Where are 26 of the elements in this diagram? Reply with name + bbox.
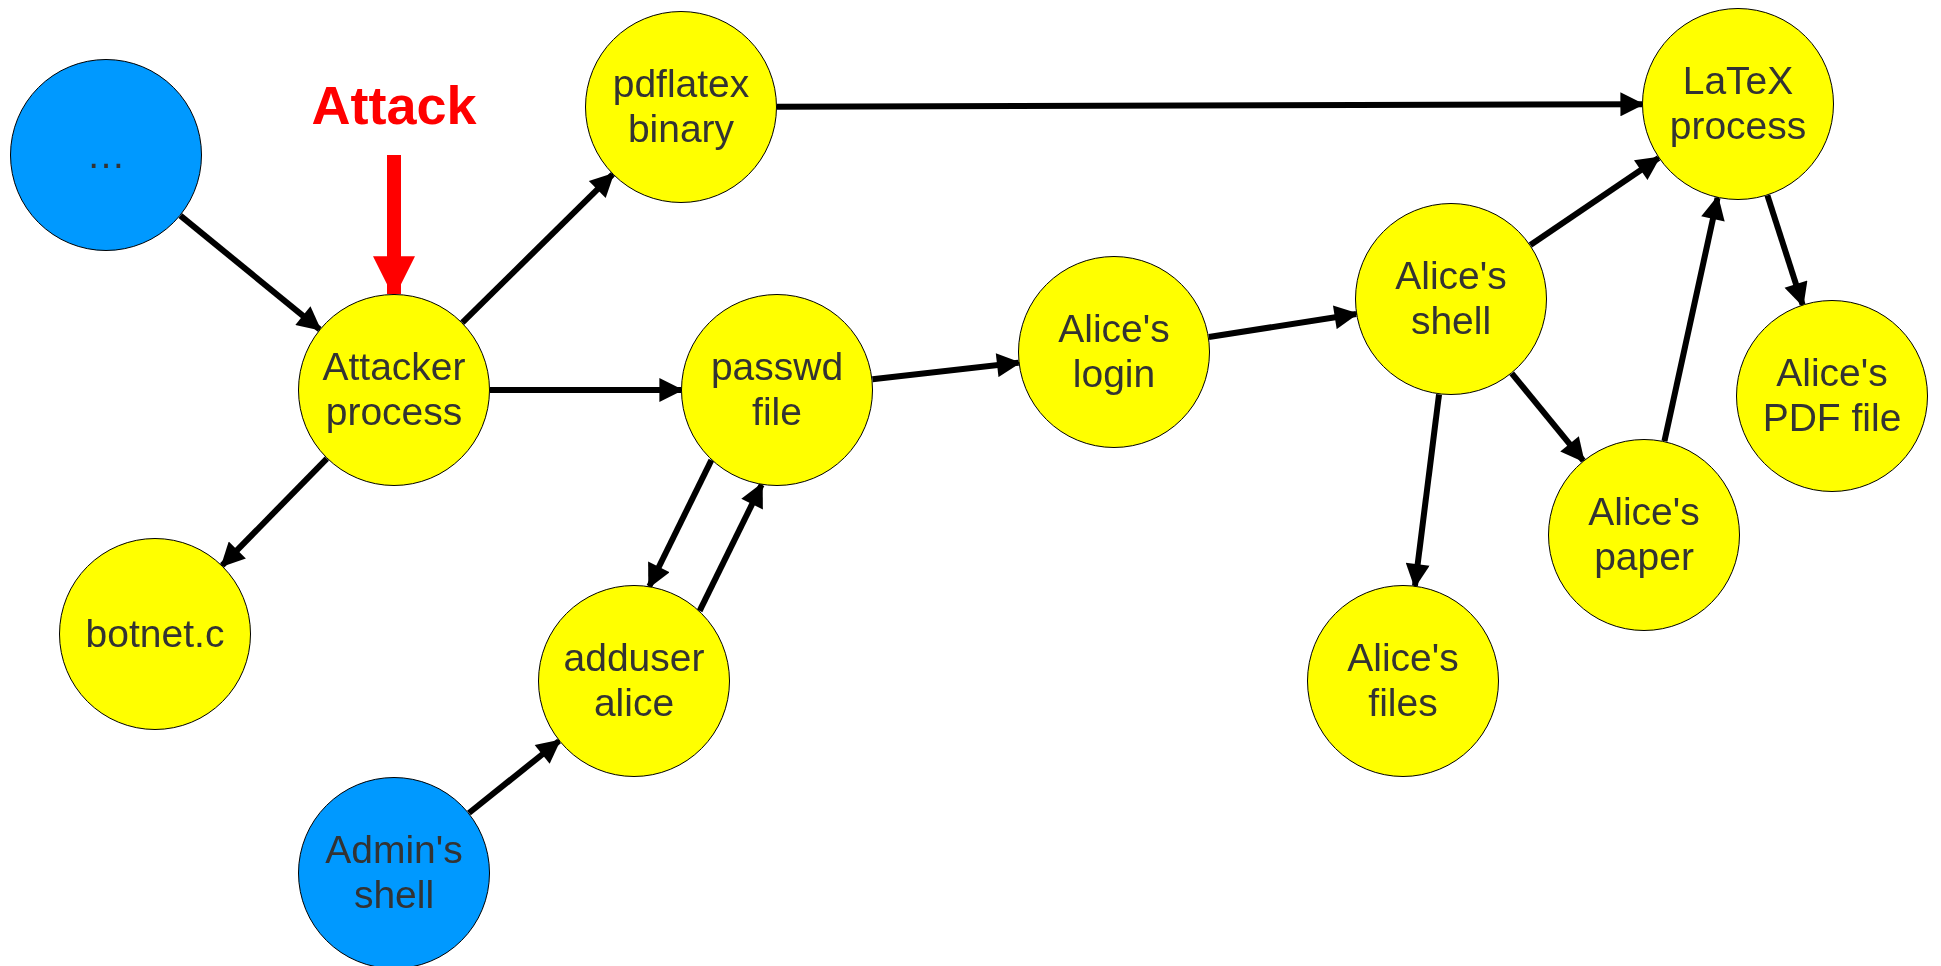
arrow [646,458,715,589]
node-label: adduser alice [562,636,706,726]
attack-label: Attack [311,73,477,137]
arrow [1661,195,1725,442]
arrow [220,456,329,568]
arrow [1509,371,1586,463]
arrow [1764,194,1808,307]
node-label: botnet.c [85,611,225,657]
node-label: Attacker process [321,345,467,435]
node-label: pdflatex binary [611,62,751,152]
node-label: passwd file [709,345,845,435]
arrow [178,213,322,332]
arrow [696,482,765,613]
node-label: LaTeX process [1668,59,1808,149]
node-label: Admin's shell [324,828,464,918]
arrow [1208,305,1359,341]
node-label: Alice's files [1346,636,1460,726]
node-label: Alice's shell [1394,254,1508,344]
node-label: … [86,132,126,178]
node-label: Alice's paper [1587,490,1701,580]
node-label: Alice's login [1057,307,1171,397]
node-label: Alice's PDF file [1761,351,1903,441]
arrow [872,353,1021,383]
arrow [460,172,615,325]
arrow [1528,155,1661,248]
arrow [467,738,561,816]
